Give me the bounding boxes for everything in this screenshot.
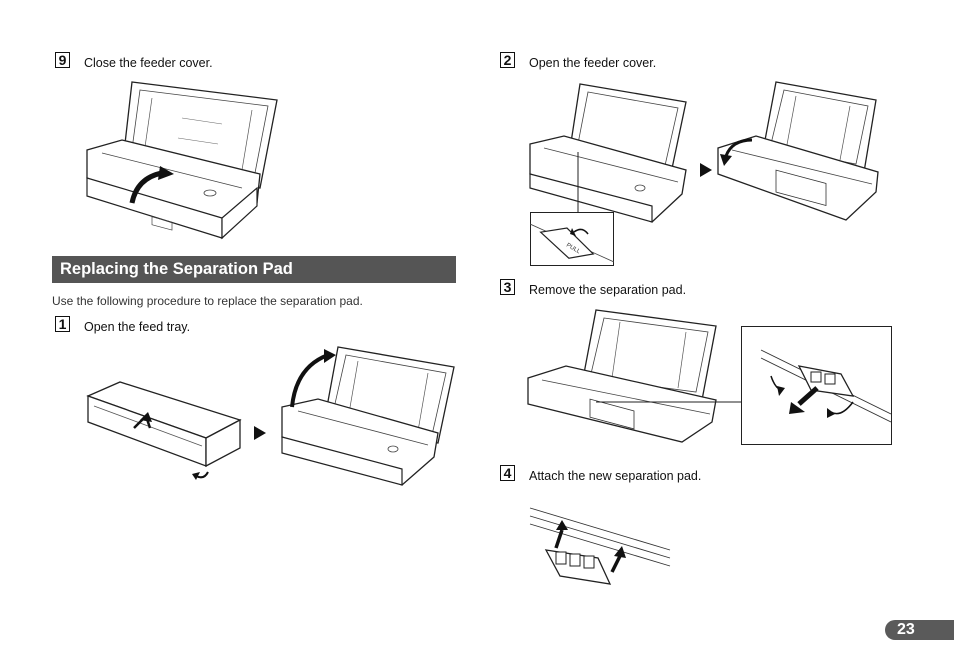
- separation-pad-attach-illustration: [529, 507, 671, 585]
- scanner-separation-pad-location-illustration: [527, 309, 742, 443]
- page-number: 23: [897, 621, 915, 638]
- step-9-number: 9: [55, 52, 70, 68]
- step-4-number: 4: [500, 465, 515, 481]
- step-1-number: 1: [55, 316, 70, 332]
- section-title: Replacing the Separation Pad: [60, 260, 293, 278]
- step-4-text: Attach the new separation pad.: [529, 469, 702, 483]
- scanner-closed-illustration: [86, 381, 242, 480]
- step-9-text: Close the feeder cover.: [84, 56, 213, 70]
- arrow-right-icon: [254, 426, 266, 440]
- arrow-right-icon: [700, 163, 712, 177]
- step-2-text: Open the feeder cover.: [529, 56, 657, 70]
- step-1-text: Open the feed tray.: [84, 320, 191, 334]
- step-2-number: 2: [500, 52, 515, 68]
- page-number-tab: 23: [885, 620, 954, 640]
- scanner-opened-cover-illustration: [717, 81, 879, 221]
- step-3-number: 3: [500, 279, 515, 295]
- section-heading-bar: Replacing the Separation Pad: [52, 256, 456, 283]
- scanner-closed-cover-illustration: [529, 83, 687, 223]
- scanner-closing-cover-illustration: [86, 81, 278, 240]
- section-intro: Use the following procedure to replace t…: [52, 294, 363, 308]
- separation-pad-removal-callout: [741, 326, 892, 445]
- step-3-text: Remove the separation pad.: [529, 283, 687, 297]
- pull-lever-callout: PULL: [530, 212, 614, 266]
- scanner-feed-tray-open-illustration: [281, 346, 455, 486]
